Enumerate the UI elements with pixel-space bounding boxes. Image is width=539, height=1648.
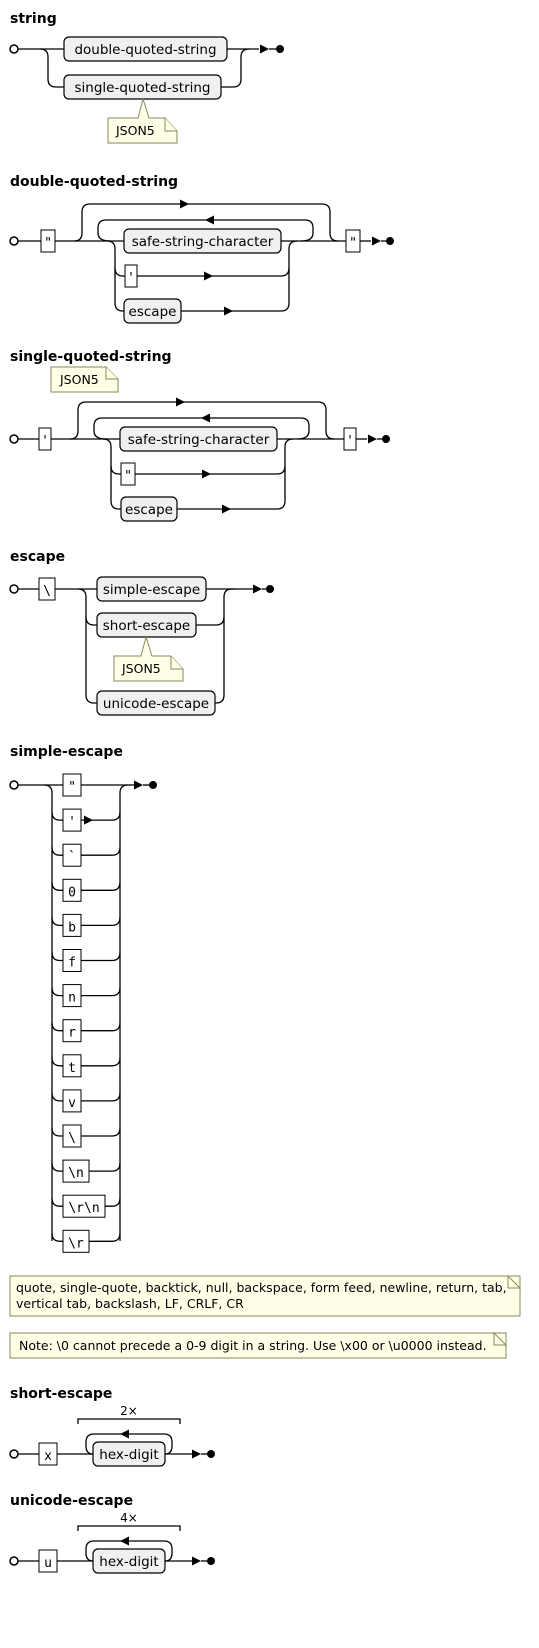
nt-label: hex-digit (99, 1554, 158, 1570)
t-simple-escape-char[interactable] (62, 1194, 106, 1218)
t-label: \ (43, 584, 51, 599)
rule-string: string double-quoted-string single-quote… (9, 11, 284, 144)
t-label: " (68, 780, 76, 795)
t-simple-escape-char[interactable] (62, 808, 82, 832)
start-marker (9, 434, 19, 444)
t-label: 0 (68, 885, 76, 900)
t-label: " (349, 236, 357, 251)
note-text: JSON5 (59, 372, 99, 387)
nt-label: double-quoted-string (74, 42, 216, 58)
note-text: JSON5 (115, 123, 155, 138)
t-label: ' (68, 815, 76, 830)
t-label: v (68, 1096, 76, 1111)
rule-unicode-escape: unicode-escape u 4× hex-digit (9, 1493, 215, 1574)
t-simple-escape-char[interactable] (62, 1229, 90, 1253)
t-label: \r (68, 1236, 84, 1251)
t-label: x (44, 1449, 52, 1464)
end-marker (386, 237, 394, 245)
t-label: ' (41, 434, 49, 449)
rule-title-string: string (10, 11, 57, 27)
t-label: ' (346, 434, 354, 449)
nt-label: single-quoted-string (74, 80, 210, 96)
note-text-line2: vertical tab, backslash, LF, CRLF, CR (16, 1296, 244, 1311)
nt-label: simple-escape (103, 582, 200, 598)
nt-label: escape (125, 502, 173, 518)
rule-short-escape: short-escape x 2× hex-digit (9, 1386, 215, 1467)
t-label: n (68, 991, 76, 1006)
end-marker (382, 435, 390, 443)
start-marker (9, 584, 19, 594)
end-marker (207, 1450, 215, 1458)
t-label: t (68, 1061, 76, 1076)
nt-label: escape (129, 304, 177, 320)
rule-title-single-quoted-string: single-quoted-string (10, 349, 172, 365)
end-marker (266, 585, 274, 593)
note-json5 (50, 366, 119, 393)
note-simple-escape-names (9, 1275, 521, 1317)
nt-label: safe-string-character (128, 432, 270, 448)
start-marker (9, 44, 19, 54)
note-text-line1: quote, single-quote, backtick, null, bac… (16, 1280, 507, 1295)
nt-label: short-escape (103, 618, 190, 634)
rule-single-quoted-string: single-quoted-string JSON5 ' safe-string… (9, 349, 390, 522)
t-simple-escape-char[interactable] (62, 984, 82, 1008)
t-simple-escape-char[interactable] (62, 1019, 82, 1043)
rule-title-simple-escape: simple-escape (10, 744, 123, 760)
rule-title-unicode-escape: unicode-escape (10, 1493, 133, 1509)
rule-double-quoted-string: double-quoted-string " safe-string-chara… (9, 174, 394, 324)
t-label: \n (68, 1166, 84, 1181)
simple-escape-alternatives: " ' ` 0 b f n r t v \ \n \r\n \r (51, 773, 128, 1253)
rule-title-double-quoted-string: double-quoted-string (10, 174, 178, 190)
t-simple-escape-char[interactable] (62, 1159, 90, 1183)
t-label: " (44, 236, 52, 251)
repeat-count: 4× (120, 1511, 138, 1525)
t-label: f (68, 956, 76, 971)
end-marker (276, 45, 284, 53)
t-simple-escape-char[interactable] (62, 1124, 82, 1148)
t-simple-escape-char[interactable] (62, 1089, 82, 1113)
note-text: Note: \0 cannot precede a 0-9 digit in a… (19, 1338, 487, 1353)
note-json5 (113, 635, 184, 682)
t-label: ` (68, 850, 76, 865)
rule-title-escape: escape (10, 549, 65, 565)
nt-label: safe-string-character (132, 234, 274, 250)
rule-title-short-escape: short-escape (10, 1386, 112, 1402)
nt-label: hex-digit (99, 1447, 158, 1463)
repeat-count: 2× (120, 1404, 138, 1418)
t-label: ' (127, 271, 135, 286)
t-simple-escape-char[interactable] (62, 843, 82, 867)
rule-escape: escape \ simple-escape short-escape unic… (9, 549, 274, 716)
note-text: JSON5 (121, 661, 161, 676)
note-json5 (107, 97, 178, 144)
t-simple-escape-char[interactable] (62, 949, 82, 972)
t-label: \ (68, 1131, 76, 1146)
start-marker (9, 1449, 19, 1459)
t-label: " (124, 469, 132, 484)
start-marker (9, 1556, 19, 1566)
end-marker (149, 781, 157, 789)
t-label: u (44, 1556, 52, 1571)
end-marker (207, 1557, 215, 1565)
t-simple-escape-char[interactable] (62, 913, 82, 937)
start-marker (9, 780, 19, 790)
t-simple-escape-char[interactable] (62, 773, 82, 797)
t-label: b (68, 920, 76, 935)
rule-simple-escape: simple-escape " ' ` 0 b f n r t v \ \n \r\n \r quote,… (9, 744, 522, 1359)
t-simple-escape-char[interactable] (62, 878, 82, 902)
t-label: \r\n (68, 1201, 99, 1216)
t-label: r (68, 1026, 76, 1041)
start-marker (9, 236, 19, 246)
nt-label: unicode-escape (103, 696, 209, 712)
t-simple-escape-char[interactable] (62, 1054, 82, 1078)
